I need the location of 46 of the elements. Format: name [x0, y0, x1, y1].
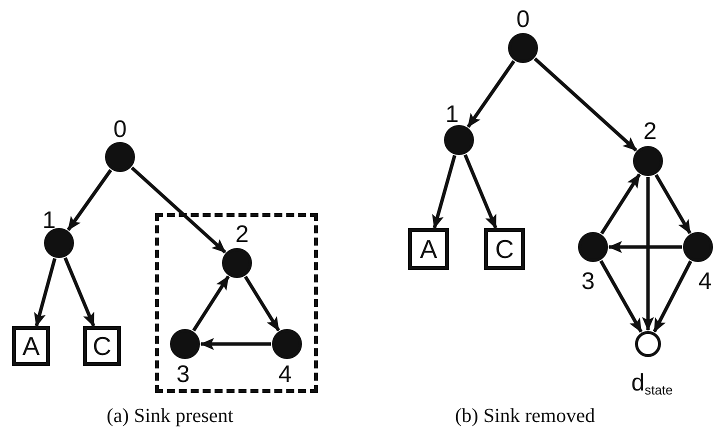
- node-label: 4: [278, 363, 292, 387]
- arrow: [600, 174, 641, 234]
- arrow: [432, 154, 456, 229]
- filled-circle: [105, 142, 135, 172]
- arrow: [200, 338, 271, 350]
- filled-circle: [222, 248, 252, 278]
- node-label: 1: [445, 103, 459, 127]
- leaf-box: A: [12, 326, 50, 366]
- node-label: 2: [235, 223, 249, 247]
- node-label: 1: [42, 209, 56, 233]
- hollow-circle: [635, 331, 661, 357]
- node-label: 2: [643, 120, 657, 144]
- leaf-box: C: [83, 326, 121, 366]
- arrow: [66, 169, 112, 231]
- filled-circle: [272, 329, 302, 359]
- filled-circle: [683, 232, 713, 262]
- arrow: [64, 257, 96, 327]
- arrow: [244, 276, 280, 332]
- filled-circle: [44, 228, 74, 258]
- arrow: [599, 260, 643, 333]
- node-label: d$_{state}$: [631, 372, 673, 396]
- arrow: [652, 260, 692, 332]
- filled-circle: [170, 329, 200, 359]
- filled-circle: [578, 232, 608, 262]
- leaf-box: A: [408, 228, 449, 270]
- node-label: 3: [581, 270, 595, 294]
- arrow: [654, 174, 692, 234]
- node-label: 4: [698, 270, 712, 294]
- arrow: [464, 154, 498, 229]
- arrow: [466, 60, 516, 128]
- arrow: [534, 57, 638, 152]
- dashed-region: [155, 213, 318, 393]
- arrow: [192, 276, 230, 332]
- node-label: 0: [113, 118, 127, 142]
- node-label: 0: [516, 8, 530, 32]
- filled-circle: [444, 125, 474, 155]
- filled-circle: [508, 33, 538, 63]
- arrow: [608, 241, 682, 253]
- subfigure-caption: (b) Sink removed: [455, 405, 595, 428]
- leaf-box: C: [484, 228, 525, 270]
- arrow: [34, 258, 56, 327]
- arrow: [130, 166, 226, 254]
- subfigure-caption: (a) Sink present: [106, 405, 234, 428]
- arrow: [642, 177, 654, 331]
- node-label: 3: [176, 363, 190, 387]
- filled-circle: [633, 146, 663, 176]
